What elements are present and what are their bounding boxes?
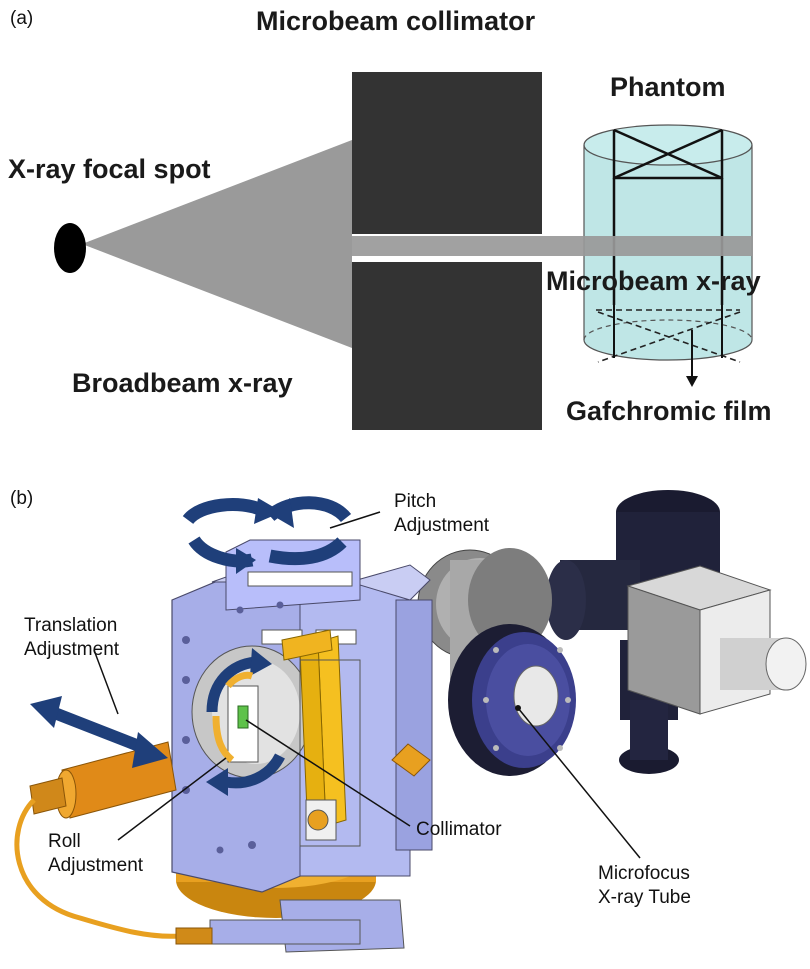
panel-b-tag: (b) bbox=[10, 488, 34, 509]
panel-a-tag: (a) bbox=[10, 8, 34, 29]
translation-label-line1: Translation bbox=[24, 615, 118, 636]
roll-leader bbox=[117, 757, 227, 841]
roll-label-line2: Adjustment bbox=[48, 855, 144, 876]
broadbeam-label: Broadbeam x-ray bbox=[72, 368, 293, 398]
collimator-block-top bbox=[352, 72, 542, 234]
panel-a-diagram bbox=[54, 72, 753, 430]
goniometer-body bbox=[171, 539, 433, 893]
tube-leader bbox=[517, 707, 641, 859]
panel-b-device bbox=[14, 490, 807, 953]
translation-label: Translation Adjustment bbox=[24, 614, 119, 662]
collimator-slit bbox=[237, 705, 249, 729]
phantom-label: Phantom bbox=[610, 72, 726, 102]
focal-spot-label: X-ray focal spot bbox=[8, 154, 211, 184]
collimator-label: Collimator bbox=[416, 819, 502, 840]
microbeam bbox=[352, 236, 752, 256]
translation-label-line2: Adjustment bbox=[24, 639, 120, 660]
xray-tube bbox=[417, 490, 807, 776]
pitch-label-line1: Pitch bbox=[394, 491, 437, 512]
film-pointer-head bbox=[686, 376, 698, 387]
microbeam-label: Microbeam x-ray bbox=[546, 266, 761, 296]
film-label: Gafchromic film bbox=[566, 396, 772, 426]
pitch-leader bbox=[329, 511, 381, 529]
roll-label-line1: Roll bbox=[48, 831, 81, 852]
tube-label-line2: X-ray Tube bbox=[598, 887, 691, 908]
roll-arrows bbox=[206, 648, 285, 796]
collimator-leader bbox=[245, 719, 411, 827]
broadbeam-cone bbox=[82, 140, 352, 348]
pitch-label-line2: Adjustment bbox=[394, 515, 490, 536]
roll-label: Roll Adjustment bbox=[48, 830, 143, 878]
translation-leader bbox=[93, 649, 119, 715]
film-plane-top bbox=[612, 130, 724, 180]
tube-label-line1: Microfocus bbox=[598, 863, 690, 884]
focal-spot bbox=[54, 223, 86, 273]
pitch-arrows bbox=[182, 496, 352, 574]
pitch-label: Pitch Adjustment bbox=[394, 490, 489, 538]
translation-arrow bbox=[30, 696, 168, 768]
tube-label: Microfocus X-ray Tube bbox=[598, 862, 691, 910]
collimator-title: Microbeam collimator bbox=[256, 6, 536, 36]
collimator-block-bottom bbox=[352, 262, 542, 430]
